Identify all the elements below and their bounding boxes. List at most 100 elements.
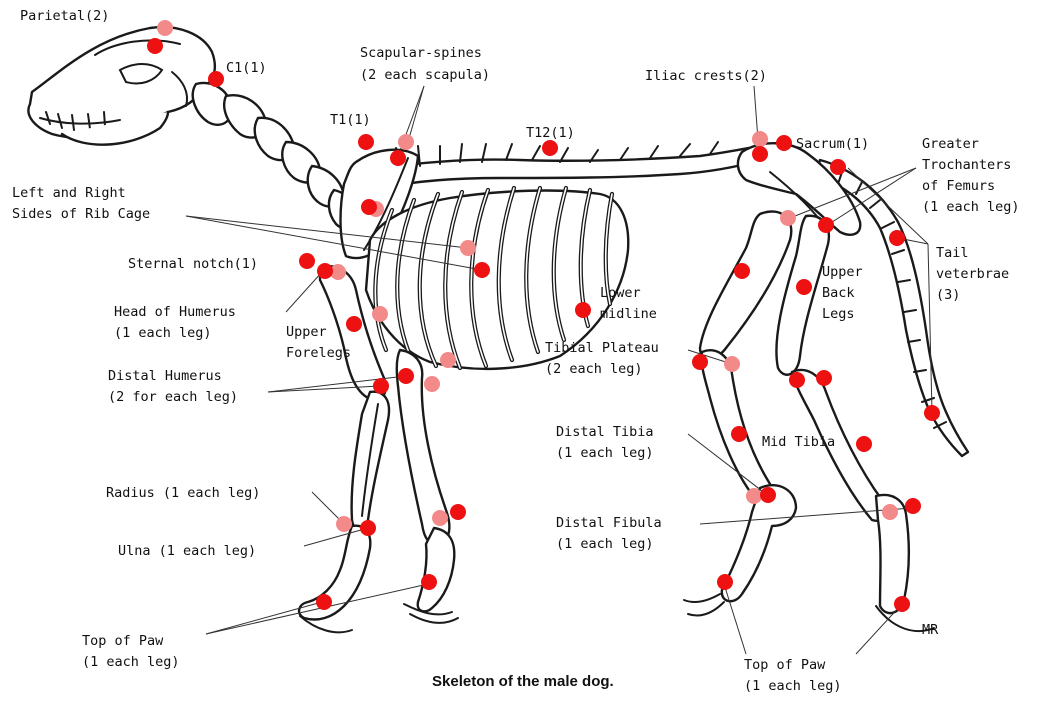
- label-top-of-paw-back-line1: Top of Paw: [744, 657, 826, 673]
- marker-upper-back-leg-1: [734, 263, 750, 279]
- marker-tibial-plateau-1: [692, 354, 708, 370]
- label-greater-trochanters-line2: Trochanters: [922, 157, 1011, 173]
- marker-trochanter-far: [780, 210, 796, 226]
- label-tibial-plateau: Tibial Plateau (2 each leg): [545, 340, 659, 377]
- marker-distal-humerus-1: [398, 368, 414, 384]
- marker-c1: [208, 71, 224, 87]
- label-upper-back-legs-line3: Legs: [822, 306, 855, 322]
- marker-mid-tibia: [731, 426, 747, 442]
- label-distal-humerus-line2: (2 for each leg): [108, 389, 238, 405]
- label-rib-cage-line2: Sides of Rib Cage: [12, 206, 150, 222]
- leader-scapular-spine-2: [408, 86, 424, 142]
- label-tibial-plateau-line2: (2 each leg): [545, 361, 643, 377]
- marker-top-of-paw-front-near: [316, 594, 332, 610]
- label-tail-vertebrae: Tail veterbrae (3): [936, 245, 1009, 303]
- label-tail-vertebrae-line3: (3): [936, 287, 960, 303]
- label-radius: Radius (1 each leg): [106, 485, 260, 501]
- label-upper-back-legs-line1: Upper: [822, 264, 863, 280]
- marker-radius: [336, 516, 352, 532]
- marker-distal-fibula-far: [882, 504, 898, 520]
- label-greater-trochanters: Greater Trochanters of Femurs (1 each le…: [922, 136, 1020, 215]
- marker-tibial-plateau-2: [724, 356, 740, 372]
- figure-caption: Skeleton of the male dog.: [432, 673, 614, 690]
- marker-tail-3: [924, 405, 940, 421]
- label-iliac-crests: Iliac crests(2): [645, 68, 767, 84]
- marker-mid-tibia-far-1: [789, 372, 805, 388]
- marker-radius-far: [432, 510, 448, 526]
- skull: [28, 27, 214, 145]
- marker-distal-fibula: [905, 498, 921, 514]
- marker-distal-tibia-1: [760, 487, 776, 503]
- marker-scapular-spine-2: [398, 134, 414, 150]
- marker-iliac-crest-1: [752, 146, 768, 162]
- label-ulna: Ulna (1 each leg): [118, 543, 256, 559]
- artist-initials: MR: [922, 622, 939, 638]
- marker-distal-tibia-2: [746, 488, 762, 504]
- label-distal-tibia: Distal Tibia (1 each leg): [556, 424, 654, 461]
- label-scapular-spines-line2: (2 each scapula): [360, 67, 490, 83]
- cervical-vertebrae: [193, 83, 360, 230]
- marker-lower-midline: [575, 302, 591, 318]
- label-lower-midline-line1: Lower: [600, 285, 641, 301]
- label-scapular-spines-line1: Scapular-spines: [360, 45, 482, 61]
- label-distal-tibia-line1: Distal Tibia: [556, 424, 654, 440]
- marker-upper-foreleg: [346, 316, 362, 332]
- marker-mid-tibia-far: [856, 436, 872, 452]
- label-t12: T12(1): [526, 125, 575, 141]
- marker-scapula-lower-1: [361, 199, 377, 215]
- label-head-of-humerus-line1: Head of Humerus: [114, 304, 236, 320]
- label-sternal-notch: Sternal notch(1): [128, 256, 258, 272]
- label-mid-tibia: Mid Tibia: [762, 434, 835, 450]
- marker-sternal-notch: [299, 253, 315, 269]
- label-distal-fibula-line2: (1 each leg): [556, 536, 654, 552]
- marker-sacrum: [776, 135, 792, 151]
- label-upper-back-legs: Upper Back Legs: [822, 264, 863, 322]
- label-top-of-paw-front-line1: Top of Paw: [82, 633, 164, 649]
- marker-parietal-2: [157, 20, 173, 36]
- label-distal-humerus: Distal Humerus (2 for each leg): [108, 368, 238, 405]
- label-distal-tibia-line2: (1 each leg): [556, 445, 654, 461]
- marker-top-of-paw-back-far: [894, 596, 910, 612]
- label-upper-forelegs-line1: Upper: [286, 324, 327, 340]
- marker-scapular-spine-1: [390, 150, 406, 166]
- label-rib-cage: Left and Right Sides of Rib Cage: [12, 185, 150, 222]
- label-t1: T1(1): [330, 112, 371, 128]
- marker-ulna-far: [450, 504, 466, 520]
- label-top-of-paw-front-line2: (1 each leg): [82, 654, 180, 670]
- marker-t1: [358, 134, 374, 150]
- label-top-of-paw-back-line2: (1 each leg): [744, 678, 842, 694]
- marker-iliac-crest-2: [752, 131, 768, 147]
- leader-top-of-paw-back-2: [856, 604, 902, 654]
- label-greater-trochanters-line3: of Femurs: [922, 178, 995, 194]
- marker-top-of-paw-back-near: [717, 574, 733, 590]
- marker-rib-cage-left: [460, 240, 476, 256]
- label-sacrum: Sacrum(1): [796, 136, 869, 152]
- label-upper-back-legs-line2: Back: [822, 285, 855, 301]
- marker-trochanter-near: [818, 217, 834, 233]
- label-lower-midline-line2: midline: [600, 306, 657, 322]
- marker-tail-1: [830, 159, 846, 175]
- spine: [366, 142, 762, 190]
- label-tibial-plateau-line1: Tibial Plateau: [545, 340, 659, 356]
- label-greater-trochanters-line4: (1 each leg): [922, 199, 1020, 215]
- label-head-of-humerus-line2: (1 each leg): [114, 325, 212, 341]
- label-distal-fibula-line1: Distal Fibula: [556, 515, 662, 531]
- label-scapular-spines: Scapular-spines (2 each scapula): [360, 45, 490, 83]
- marker-t12: [542, 140, 558, 156]
- label-c1: C1(1): [226, 60, 267, 76]
- label-distal-fibula: Distal Fibula (1 each leg): [556, 515, 662, 552]
- marker-distal-humerus-2: [373, 378, 389, 394]
- label-top-of-paw-back: Top of Paw (1 each leg): [744, 657, 842, 694]
- marker-upper-foreleg-far: [372, 306, 388, 322]
- label-rib-cage-line1: Left and Right: [12, 185, 126, 201]
- label-tail-vertebrae-line2: veterbrae: [936, 266, 1009, 282]
- label-greater-trochanters-line1: Greater: [922, 136, 979, 152]
- label-parietal: Parietal(2): [20, 8, 109, 24]
- marker-rib-cage-right: [474, 262, 490, 278]
- label-upper-forelegs-line2: Forelegs: [286, 345, 351, 361]
- marker-tail-2: [889, 230, 905, 246]
- marker-head-of-humerus: [317, 263, 333, 279]
- marker-distal-humerus-far-1: [440, 352, 456, 368]
